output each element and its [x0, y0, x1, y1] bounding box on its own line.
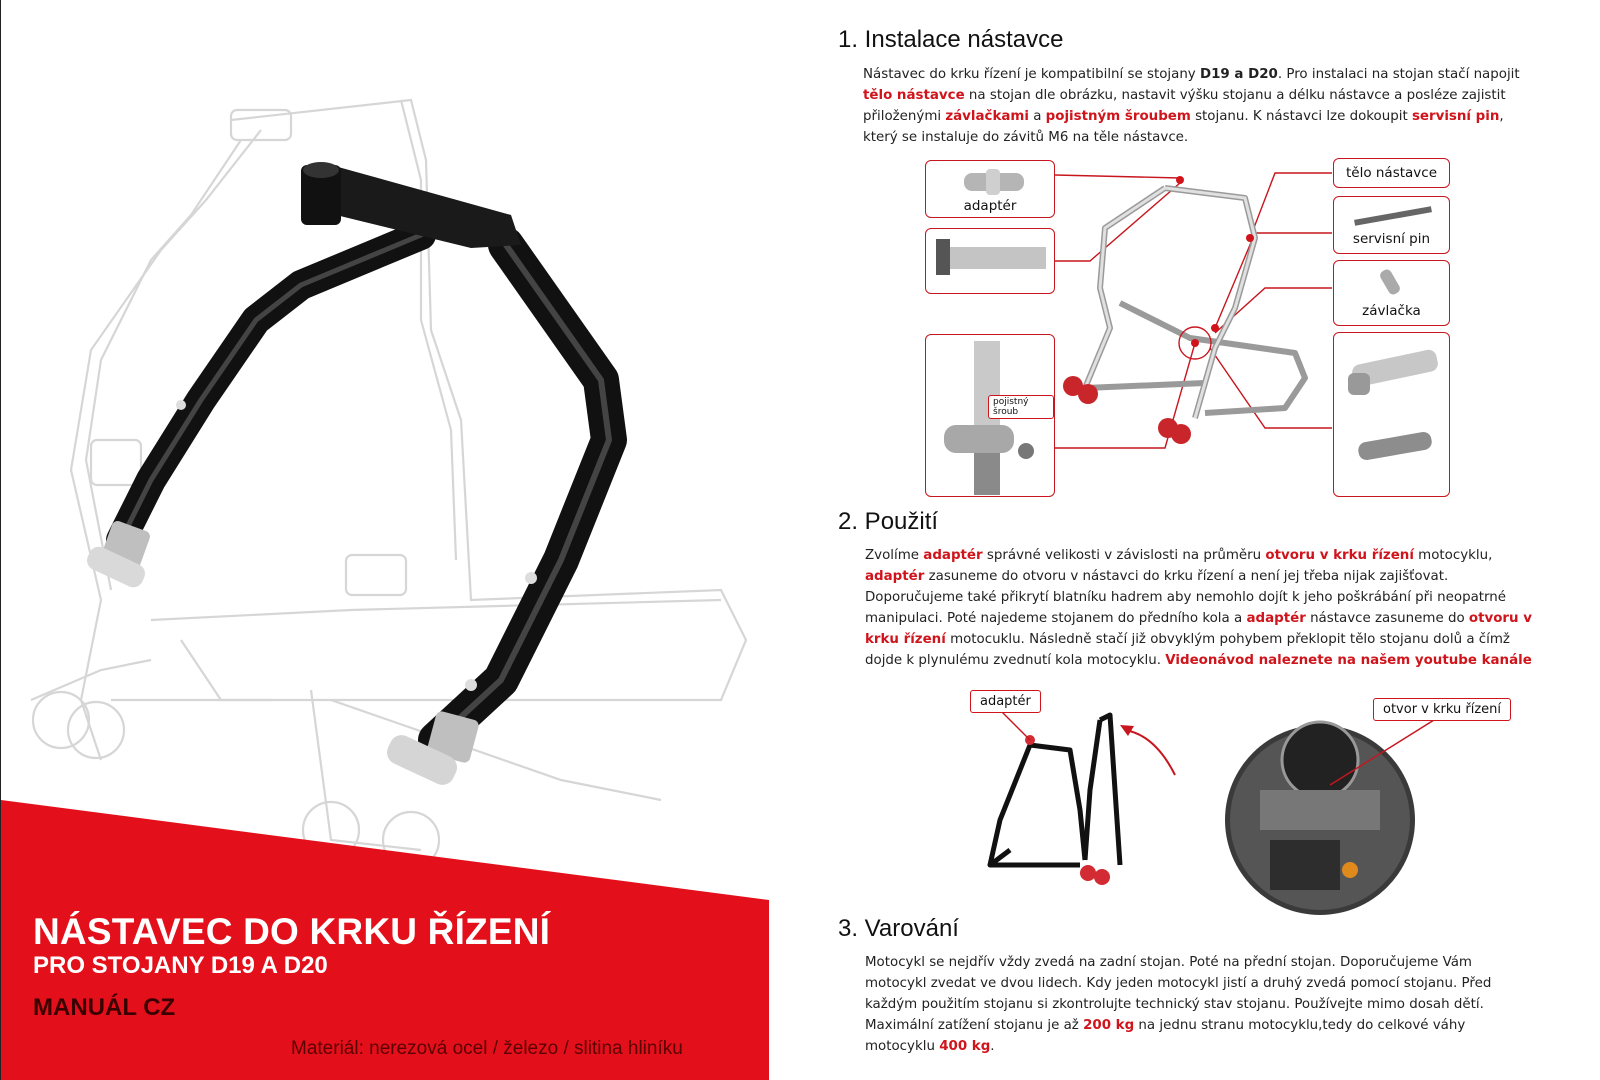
zavlacka-box: závlačka	[1333, 260, 1450, 326]
fork-parts-box	[1333, 332, 1450, 497]
sroub-box: pojistný šroub	[925, 334, 1055, 497]
text-run: pojistným šroubem	[1045, 109, 1191, 124]
text-run: .	[990, 1039, 995, 1054]
diagram-lines	[1053, 172, 1332, 449]
installation-diagram: adaptér pojistný šroub tělo nástavce ser…	[925, 158, 1450, 503]
red-banner	[1, 800, 769, 1080]
title-line2: PRO STOJANY D19 A D20	[33, 952, 328, 979]
content-panel: 1. Instalace nástavce Nástavec do krku ř…	[790, 0, 1600, 1080]
text-run: motocyklu,	[1413, 548, 1493, 563]
text-run: správné velikosti v závislosti na průměr…	[982, 548, 1266, 563]
text-run: otvoru v krku řízení	[1265, 548, 1414, 563]
telo-label: tělo nástavce	[1345, 165, 1438, 181]
text-run: otvoru v krku řízení	[865, 611, 1532, 647]
text-run: 400 kg	[939, 1039, 991, 1054]
section3-body: Motocykl se nejdřív vždy zvedá na zadní …	[865, 952, 1535, 1057]
text-run: adaptér	[923, 548, 983, 563]
banner-shape	[1, 800, 769, 1080]
text-run: 200 kg	[1083, 1018, 1135, 1033]
pin-part	[1354, 206, 1432, 226]
zavlacka-label: závlačka	[1362, 303, 1421, 319]
usage-otvor-label: otvor v krku řízení	[1373, 698, 1512, 721]
text-run: na jednu stranu motocyklu,tedy do celkov…	[865, 1018, 1466, 1054]
text-run: D19 a D20	[1199, 67, 1278, 82]
section1-heading: 1. Instalace nástavce	[838, 26, 1064, 53]
adapter-label: adaptér	[963, 198, 1017, 214]
usage-graphics	[987, 699, 1451, 915]
cover-title: NÁSTAVEC DO KRKU ŘÍZENÍ PRO STOJANY D19 …	[33, 912, 550, 1022]
text-run: nástavce zasuneme do	[1305, 611, 1469, 626]
cover-panel: NÁSTAVEC DO KRKU ŘÍZENÍ PRO STOJANY D19 …	[0, 0, 770, 1080]
manual-label: MANUÁL CZ	[33, 994, 176, 1021]
text-run: adaptér	[1246, 611, 1306, 626]
text-run: na stojan dle obrázku, nastavit výšku st…	[863, 88, 1506, 124]
text-run: Zvolíme	[865, 548, 924, 563]
text-run: a	[1028, 109, 1046, 124]
usage-adapter-label: adaptér	[970, 690, 1041, 713]
title-line1: NÁSTAVEC DO KRKU ŘÍZENÍ	[33, 911, 551, 952]
text-run: Nástavec do krku řízení je kompatibilní …	[863, 67, 1200, 82]
telo-part-box	[925, 228, 1055, 294]
zavlacka-part	[1380, 269, 1400, 295]
text-run: tělo nástavce	[863, 88, 965, 103]
section2-body: Zvolíme adaptér správné velikosti v závi…	[865, 545, 1535, 671]
adapter-part	[964, 169, 1024, 195]
text-run: . Pro instalaci na stojan stačí napojit	[1277, 67, 1520, 82]
text-run: , který se instaluje do závitů M6 na těl…	[863, 109, 1504, 145]
text-run: motocuklu. Následně stačí již obvyklým p…	[865, 632, 1510, 668]
sroub-label: pojistný šroub	[988, 395, 1054, 419]
pin-box: servisní pin	[1333, 196, 1450, 254]
text-run: Videonávod naleznete na našem youtube ka…	[1165, 653, 1532, 668]
fork-parts	[1348, 349, 1438, 461]
section3-heading: 3. Varování	[838, 915, 959, 942]
sroub-part	[944, 341, 1034, 495]
text-run: adaptér	[865, 569, 925, 584]
telo-part	[936, 239, 1046, 275]
section1-body: Nástavec do krku řízení je kompatibilní …	[863, 64, 1533, 148]
text-run: závlačkami	[945, 109, 1029, 124]
usage-diagram: adaptér otvor v krku řízení	[970, 690, 1540, 915]
product-illustration	[30, 98, 748, 870]
text-run: zasuneme do otvoru v nástavci do krku ří…	[865, 569, 1507, 626]
section2-heading: 2. Použití	[838, 508, 939, 535]
adapter-box: adaptér	[925, 160, 1055, 218]
text-run: servisní pin	[1411, 109, 1500, 124]
telo-label-box: tělo nástavce	[1333, 158, 1450, 188]
pin-label: servisní pin	[1352, 231, 1431, 247]
text-run: stojanu. K nástavci lze dokoupit	[1190, 109, 1412, 124]
material-note: Materiál: nerezová ocel / železo / sliti…	[291, 1038, 683, 1059]
text-run: Motocykl se nejdřív vždy zvedá na zadní …	[865, 955, 1492, 1033]
